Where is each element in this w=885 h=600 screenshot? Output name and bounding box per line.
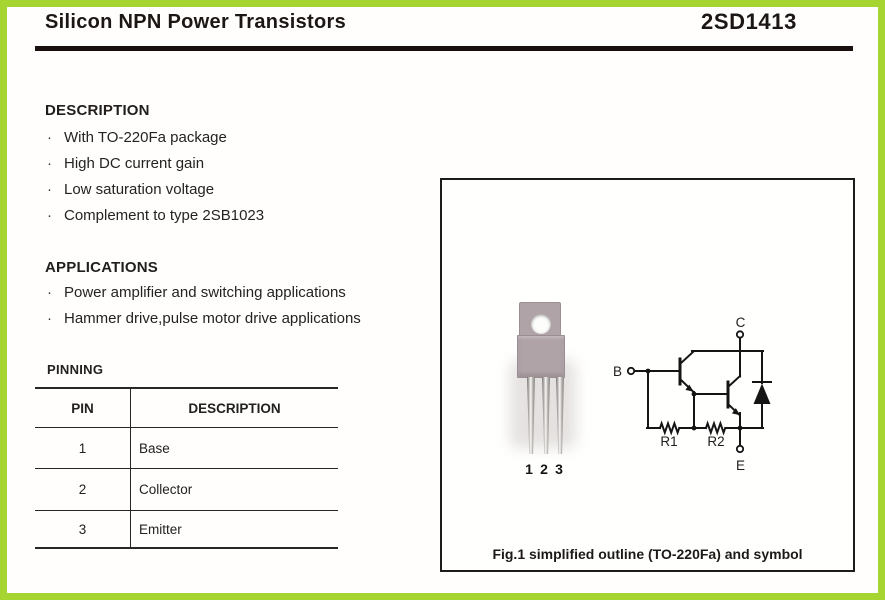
package-mounting-hole: [531, 314, 551, 334]
description-item: ·With TO-220Fa package: [47, 129, 227, 146]
terminal-label-b: B: [613, 364, 622, 379]
lead-number-3: 3: [555, 461, 563, 477]
schematic-symbol: B C E R1 R2: [613, 315, 772, 473]
table-row: 2 Collector: [35, 469, 338, 511]
package-lead-1: [527, 377, 535, 454]
pinning-table: PIN DESCRIPTION 1 Base 2 Collector 3 Emi…: [35, 387, 338, 549]
description-cell: Base: [139, 440, 170, 456]
figure-caption: Fig.1 simplified outline (TO-220Fa) and …: [492, 546, 803, 562]
bullet-icon: ·: [47, 207, 52, 224]
description-cell: Collector: [139, 482, 193, 497]
resistor-r1: [658, 420, 681, 436]
bullet-icon: ·: [47, 284, 52, 301]
header-rule: [35, 46, 853, 51]
table-header-pin: PIN: [35, 389, 131, 427]
table-row: 1 Base: [35, 428, 338, 469]
package-body: [517, 335, 565, 378]
bullet-icon: ·: [47, 310, 52, 327]
resistor-label-r2: R2: [707, 434, 724, 449]
table-row: 3 Emitter: [35, 511, 338, 547]
description-item: ·Complement to type 2SB1023: [47, 207, 265, 224]
lead-number-2: 2: [540, 461, 548, 477]
lead-number-1: 1: [525, 461, 533, 477]
terminal-b-circle: [626, 366, 636, 376]
figure-box: 1 2 3 B C E R1 R2: [440, 178, 855, 572]
table-header-row: PIN DESCRIPTION: [35, 389, 338, 428]
applications-item: ·Power amplifier and switching applicati…: [47, 284, 346, 301]
bullet-icon: ·: [47, 181, 52, 198]
bullet-icon: ·: [47, 129, 52, 146]
terminal-c-circle: [735, 330, 745, 339]
terminal-label-c: C: [736, 315, 746, 330]
pin-cell: 2: [35, 469, 131, 510]
description-cell: Emitter: [139, 521, 182, 537]
description-item: ·Low saturation voltage: [47, 181, 215, 198]
pin-cell: 3: [35, 511, 131, 547]
bullet-icon: ·: [47, 155, 52, 172]
applications-heading: APPLICATIONS: [45, 259, 158, 276]
resistor-label-r1: R1: [660, 434, 677, 449]
description-item: ·High DC current gain: [47, 155, 205, 172]
pin-cell: 1: [35, 428, 131, 468]
diode-triangle-icon: [753, 383, 771, 404]
q2-emitter-arrow-icon: [731, 408, 741, 416]
terminal-label-e: E: [736, 458, 745, 473]
package-lead-2: [542, 377, 550, 454]
terminal-e-circle: [735, 444, 745, 454]
part-number: 2SD1413: [701, 9, 797, 34]
doc-title: Silicon NPN Power Transistors: [45, 11, 347, 33]
package-lead-3: [556, 377, 564, 454]
description-heading: DESCRIPTION: [45, 102, 150, 119]
q1-emitter-arrow-icon: [685, 384, 694, 392]
applications-item: ·Hammer drive,pulse motor drive applicat…: [47, 310, 361, 327]
table-header-description: DESCRIPTION: [188, 400, 281, 416]
resistor-r2: [704, 420, 727, 436]
pinning-heading: PINNING: [47, 362, 104, 377]
